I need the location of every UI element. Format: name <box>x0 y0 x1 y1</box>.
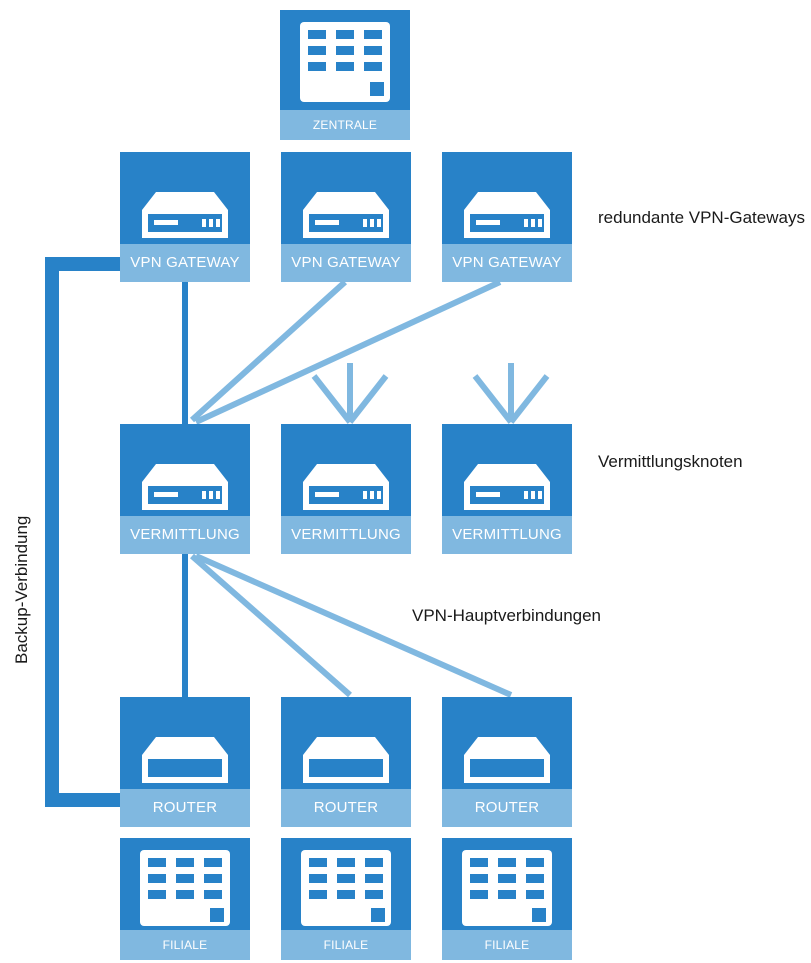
main-link-3 <box>194 553 513 698</box>
main-connections-annotation: VPN-Hauptverbindungen <box>412 606 602 625</box>
backup-connection-line <box>45 257 120 807</box>
gateways-annotation: redundante VPN-Gateways <box>598 208 805 227</box>
router-label-1: ROUTER <box>120 789 250 827</box>
incoming-arrow-2 <box>472 363 550 424</box>
router-label-2: ROUTER <box>281 789 411 827</box>
branch-tile-1: FILIALE <box>120 838 250 960</box>
branch-label-2: FILIALE <box>281 930 411 960</box>
vpn-gateway-tile-3: VPN GATEWAY <box>442 152 572 282</box>
vpn-gateway-label-2: VPN GATEWAY <box>281 244 411 282</box>
switching-node-tile-1: VERMITTLUNG <box>120 424 250 554</box>
router-device-icon <box>464 737 550 783</box>
gateway-link-2 <box>189 279 348 423</box>
vpn-gateway-tile-1: VPN GATEWAY <box>120 152 250 282</box>
switching-node-label-1: VERMITTLUNG <box>120 516 250 554</box>
building-icon <box>140 850 230 926</box>
vpn-gateway-label-3: VPN GATEWAY <box>442 244 572 282</box>
switching-node-label-3: VERMITTLUNG <box>442 516 572 554</box>
vpn-gateway-label-1: VPN GATEWAY <box>120 244 250 282</box>
incoming-arrow-1 <box>311 363 389 424</box>
gateway-device-icon <box>464 464 550 510</box>
switching-node-tile-3: VERMITTLUNG <box>442 424 572 554</box>
switching-node-label-2: VERMITTLUNG <box>281 516 411 554</box>
main-link-2 <box>190 553 352 698</box>
branch-label-3: FILIALE <box>442 930 572 960</box>
gateway-device-icon <box>303 192 389 238</box>
building-icon <box>301 850 391 926</box>
building-icon <box>462 850 552 926</box>
gateway-device-icon <box>464 192 550 238</box>
switching-annotation: Vermittlungsknoten <box>598 452 743 471</box>
router-device-icon <box>142 737 228 783</box>
switching-node-tile-2: VERMITTLUNG <box>281 424 411 554</box>
building-icon <box>300 22 390 102</box>
gateway-device-icon <box>142 192 228 238</box>
head-office-tile: ZENTRALE <box>280 10 410 140</box>
branch-tile-3: FILIALE <box>442 838 572 960</box>
vpn-gateway-tile-2: VPN GATEWAY <box>281 152 411 282</box>
branch-tile-2: FILIALE <box>281 838 411 960</box>
router-device-icon <box>303 737 389 783</box>
head-office-label: ZENTRALE <box>280 110 410 140</box>
router-tile-2: ROUTER <box>281 697 411 827</box>
backup-annotation: Backup-Verbindung <box>12 515 31 664</box>
router-label-3: ROUTER <box>442 789 572 827</box>
gateway-device-icon <box>303 464 389 510</box>
router-tile-1: ROUTER <box>120 697 250 827</box>
router-tile-3: ROUTER <box>442 697 572 827</box>
branch-label-1: FILIALE <box>120 930 250 960</box>
gateway-device-icon <box>142 464 228 510</box>
gateway-link-3 <box>194 279 502 425</box>
